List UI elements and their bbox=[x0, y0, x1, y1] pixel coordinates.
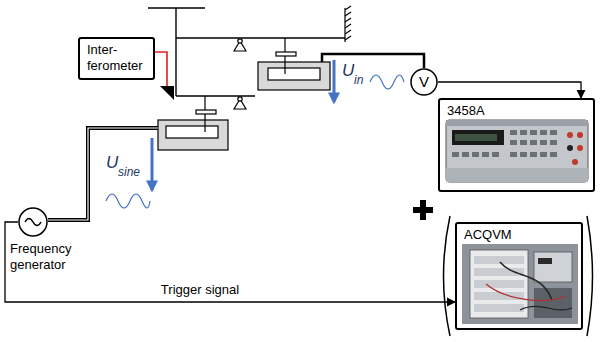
signal-name: U bbox=[106, 154, 118, 171]
capacitive-sensor bbox=[158, 96, 228, 150]
symbol-label: V bbox=[410, 68, 438, 96]
generator-outline bbox=[18, 207, 48, 237]
sine-wave bbox=[106, 194, 150, 208]
laser-beam bbox=[155, 52, 167, 86]
instrument-box: 3458A bbox=[438, 98, 595, 192]
voltmeter-symbol: V bbox=[410, 68, 438, 96]
pivot-symbol bbox=[234, 39, 246, 109]
interferometer-box: Inter- ferometer bbox=[78, 37, 155, 80]
signal-connector bbox=[438, 82, 581, 98]
signal-name: U bbox=[342, 62, 354, 79]
multimeter-photo bbox=[446, 120, 588, 182]
acquisition-rack-photo bbox=[462, 244, 578, 324]
box-label: ACQVM bbox=[464, 227, 574, 243]
bracket bbox=[444, 216, 451, 336]
bracket bbox=[587, 216, 593, 336]
signal-name: in bbox=[354, 74, 363, 86]
voltage-arrow bbox=[151, 138, 154, 190]
edge-label: Trigger signal bbox=[159, 282, 241, 298]
voltage-arrow bbox=[333, 60, 336, 102]
signal-name: sine bbox=[118, 166, 140, 178]
signal-cable bbox=[48, 128, 158, 220]
signal-cable bbox=[48, 128, 158, 220]
signal-cable bbox=[322, 54, 424, 68]
capacitive-sensor bbox=[258, 38, 330, 90]
plus-sign bbox=[413, 200, 433, 220]
fixed-support bbox=[345, 6, 351, 42]
frequency-generator: Frequency generator bbox=[18, 207, 48, 237]
box-label: Inter- ferometer bbox=[87, 42, 146, 73]
mirror-symbol bbox=[160, 86, 174, 100]
signal-connector bbox=[5, 222, 455, 302]
box-label: 3458A bbox=[447, 103, 586, 119]
instrument-box: ACQVM bbox=[455, 222, 583, 330]
symbol-label: Frequency generator bbox=[10, 241, 100, 272]
sine-wave bbox=[370, 75, 404, 89]
mechanical-lever bbox=[148, 8, 345, 96]
